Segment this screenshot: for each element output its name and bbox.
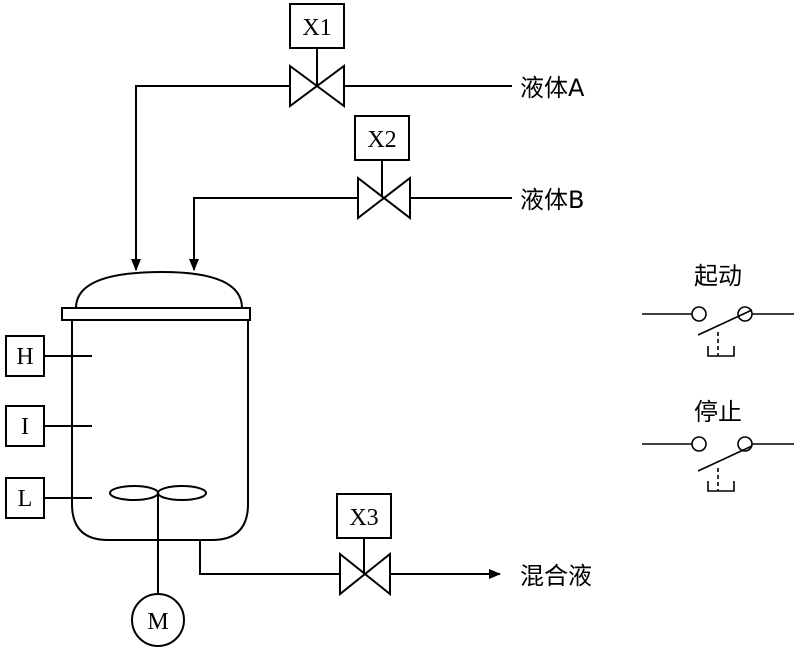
- agitator-blade-right: [157, 485, 207, 501]
- level-sensor-mid-label: I: [21, 414, 29, 440]
- stop-switch-label: 停止: [694, 398, 742, 426]
- valve-x2-label: X2: [367, 127, 396, 153]
- inlet-a-label: 液体A: [520, 74, 585, 102]
- pipe-outlet: [199, 540, 501, 579]
- motor: M: [131, 593, 185, 647]
- outlet-label: 混合液: [520, 562, 592, 590]
- level-sensor-low: L: [5, 477, 92, 519]
- start-switch-label: 起动: [694, 262, 742, 290]
- level-sensor-mid: I: [5, 405, 92, 447]
- motor-circle: [131, 593, 185, 647]
- tank-flange: [61, 307, 251, 321]
- valve-x1-label: X1: [302, 15, 331, 41]
- agitator-blade-left: [109, 485, 159, 501]
- tank-body: [71, 320, 249, 541]
- pipe-liquid-a: [131, 85, 512, 271]
- inlet-b-label: 液体B: [520, 186, 584, 214]
- motor-label: M: [147, 609, 168, 635]
- valve-x3-body: [339, 551, 391, 597]
- level-sensor-high-label: H: [16, 344, 33, 370]
- level-sensor-high: H: [5, 335, 92, 377]
- valve-x1: X1: [289, 3, 345, 108]
- start-switch-blade: [697, 309, 753, 336]
- valve-x2: X2: [354, 115, 411, 221]
- stop-switch-blade: [697, 445, 753, 472]
- mixing-tank: [61, 270, 251, 541]
- valve-x3-label: X3: [349, 505, 378, 531]
- valve-x2-body: [357, 175, 411, 221]
- valve-x3: X3: [336, 493, 392, 597]
- agitator: [109, 485, 207, 595]
- tank-lid-dome: [75, 270, 243, 309]
- pipe-liquid-b: [189, 197, 512, 271]
- stop-switch: [642, 436, 794, 492]
- start-switch: [642, 306, 794, 357]
- valve-x1-body: [289, 64, 345, 108]
- valve-x2-actuator-box: [354, 115, 410, 161]
- level-sensor-low-label: L: [18, 486, 33, 512]
